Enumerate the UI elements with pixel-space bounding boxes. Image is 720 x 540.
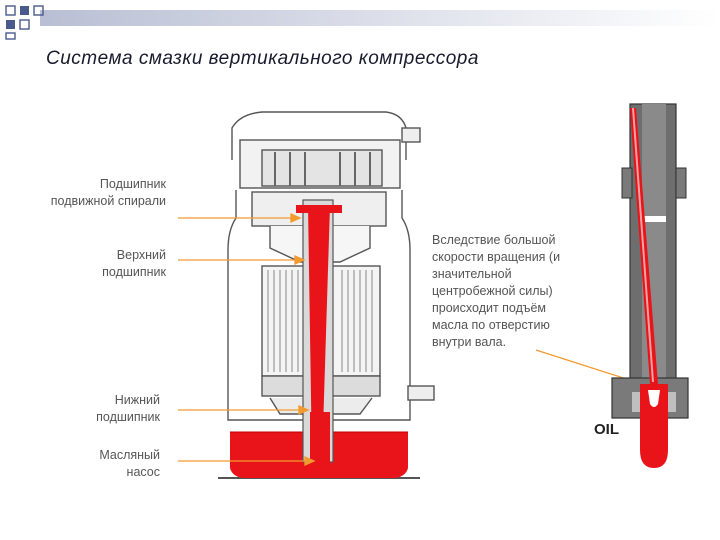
label-lower-bearing: Нижний подшипник — [96, 393, 160, 424]
label-upper-bearing: Верхний подшипник — [102, 248, 166, 279]
shaft-oil-channel — [308, 205, 330, 462]
slide-title: Система смазки вертикального компрессора — [46, 48, 479, 69]
shaft-detail-diagram — [611, 103, 689, 468]
explanation-text: Вследствие большой скорости вращения (и … — [432, 233, 561, 349]
label-orbiting-scroll-bearing: Подшипник подвижной спирали — [50, 177, 166, 208]
label-oil-pump: Масляный насос — [99, 448, 160, 479]
oil-label: OIL — [594, 421, 619, 438]
detail-oil-reservoir — [640, 384, 668, 468]
header-decoration — [5, 5, 720, 40]
